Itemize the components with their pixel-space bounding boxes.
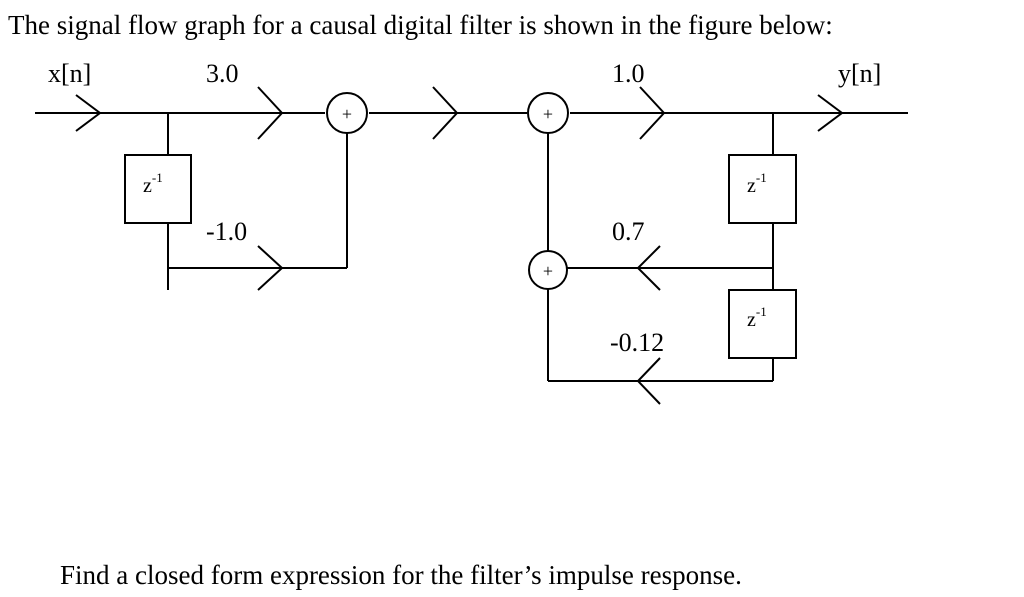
- adder-2-symbol: +: [543, 104, 553, 124]
- gain-feedforward-delayed: -1.0: [206, 217, 247, 246]
- right-delay-1-box: [728, 154, 797, 224]
- arrow-feedforward-delayed: [257, 245, 284, 291]
- delay-exponent: -1: [756, 170, 767, 185]
- right-delay-1-label: z-1: [747, 170, 767, 197]
- delay-exponent: -1: [152, 170, 163, 185]
- arrow-input: [75, 94, 102, 132]
- delay-base: z: [747, 309, 756, 331]
- right-delay-2-label: z-1: [747, 304, 767, 331]
- right-delay-2-box: [728, 289, 797, 359]
- left-delay-box: [124, 154, 192, 224]
- input-label: x[n]: [48, 59, 91, 88]
- left-delay-label: z-1: [143, 170, 163, 197]
- gain-feedback-2: -0.12: [610, 328, 664, 357]
- arrow-forward: [639, 86, 666, 140]
- arrow-middle: [432, 86, 459, 140]
- arrow-feedback-1: [636, 245, 661, 291]
- delay-base: z: [747, 175, 756, 197]
- problem-question: Find a closed form expression for the fi…: [60, 560, 742, 590]
- gain-feedback-1: 0.7: [612, 217, 645, 246]
- adder-1-symbol: +: [342, 104, 352, 124]
- arrow-feedforward-direct: [257, 86, 284, 140]
- adder-3-symbol: +: [543, 261, 553, 281]
- problem-intro: The signal flow graph for a causal digit…: [8, 10, 833, 40]
- delay-exponent: -1: [756, 304, 767, 319]
- arrow-feedback-2: [636, 357, 661, 405]
- arrow-output: [817, 94, 844, 132]
- adder-1: [326, 92, 368, 134]
- gain-feedforward-direct: 3.0: [206, 59, 239, 88]
- delay-base: z: [143, 175, 152, 197]
- gain-forward: 1.0: [612, 59, 645, 88]
- output-label: y[n]: [838, 59, 881, 88]
